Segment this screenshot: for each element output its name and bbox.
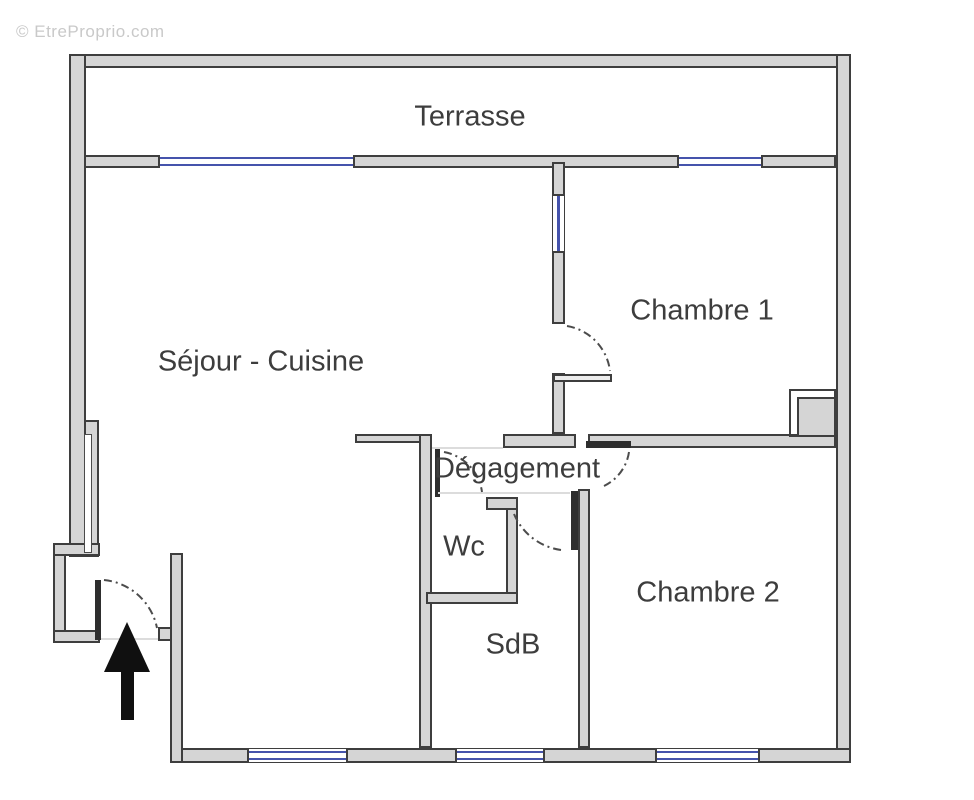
window-glass (679, 157, 761, 166)
wall-chambre2-west (578, 489, 590, 748)
wall-wc-bottom (426, 592, 518, 604)
entrance-arrow-shaft (121, 670, 134, 720)
wall-porch-bottom (53, 630, 100, 643)
glazing-line (557, 196, 560, 252)
window-glass (160, 157, 353, 166)
window-terrace-left (158, 155, 355, 168)
window-bottom-middle (455, 749, 545, 762)
duct-block (797, 397, 836, 437)
door-leaf-chambre1-open (553, 374, 612, 382)
threshold-sejour-hallway (432, 447, 503, 449)
door-leaf-sejour (435, 448, 440, 497)
wall-exterior-top (69, 54, 851, 68)
room-label-wc: Wc (443, 530, 485, 563)
window-glass (457, 751, 543, 760)
window-glass (657, 751, 758, 760)
wall-chambre1-west-lower (552, 373, 565, 434)
window-terrace-right (677, 155, 763, 168)
room-label-sejour: Séjour - Cuisine (157, 345, 365, 378)
room-label-degagement: Dégagement (433, 452, 601, 485)
wall-exterior-right (836, 54, 851, 763)
window-glass (249, 751, 346, 760)
door-arc-chambre1 (566, 325, 611, 372)
window-bottom-left (247, 749, 348, 762)
door-leaf-entrance (95, 580, 101, 640)
door-arc-chambre2-top (603, 451, 630, 487)
room-label-chambre1: Chambre 1 (630, 294, 774, 327)
threshold-hallway-south (438, 492, 570, 494)
window-bottom-right (655, 749, 760, 762)
watermark-text: © EtreProprio.com (16, 22, 165, 41)
entrance-arrow-head (104, 622, 150, 672)
door-arc-entrance (103, 579, 158, 629)
wall-chambre1-west-middle (552, 251, 565, 324)
wall-main-vertical (419, 434, 432, 748)
wall-wc-right (506, 508, 518, 597)
door-arc-chambre2-side (513, 513, 562, 551)
wall-exterior-left (69, 54, 86, 557)
room-label-chambre2: Chambre 2 (636, 576, 780, 609)
wall-divider-left-segment (503, 434, 576, 448)
wall-wc-top (486, 497, 518, 510)
door-leaf-chambre2-side (571, 491, 578, 550)
wall-chambre1-west-upper (552, 162, 565, 196)
room-label-terrasse: Terrasse (414, 100, 526, 133)
room-label-sdb: SdB (485, 628, 541, 661)
wall-porch-left (53, 543, 66, 643)
door-leaf-chambre2-top (586, 441, 631, 448)
wall-porch-top (53, 543, 100, 556)
wall-entry-inner (170, 553, 183, 763)
glazed-panel-chambre1 (552, 194, 565, 254)
wall-recess-slot (84, 434, 92, 553)
